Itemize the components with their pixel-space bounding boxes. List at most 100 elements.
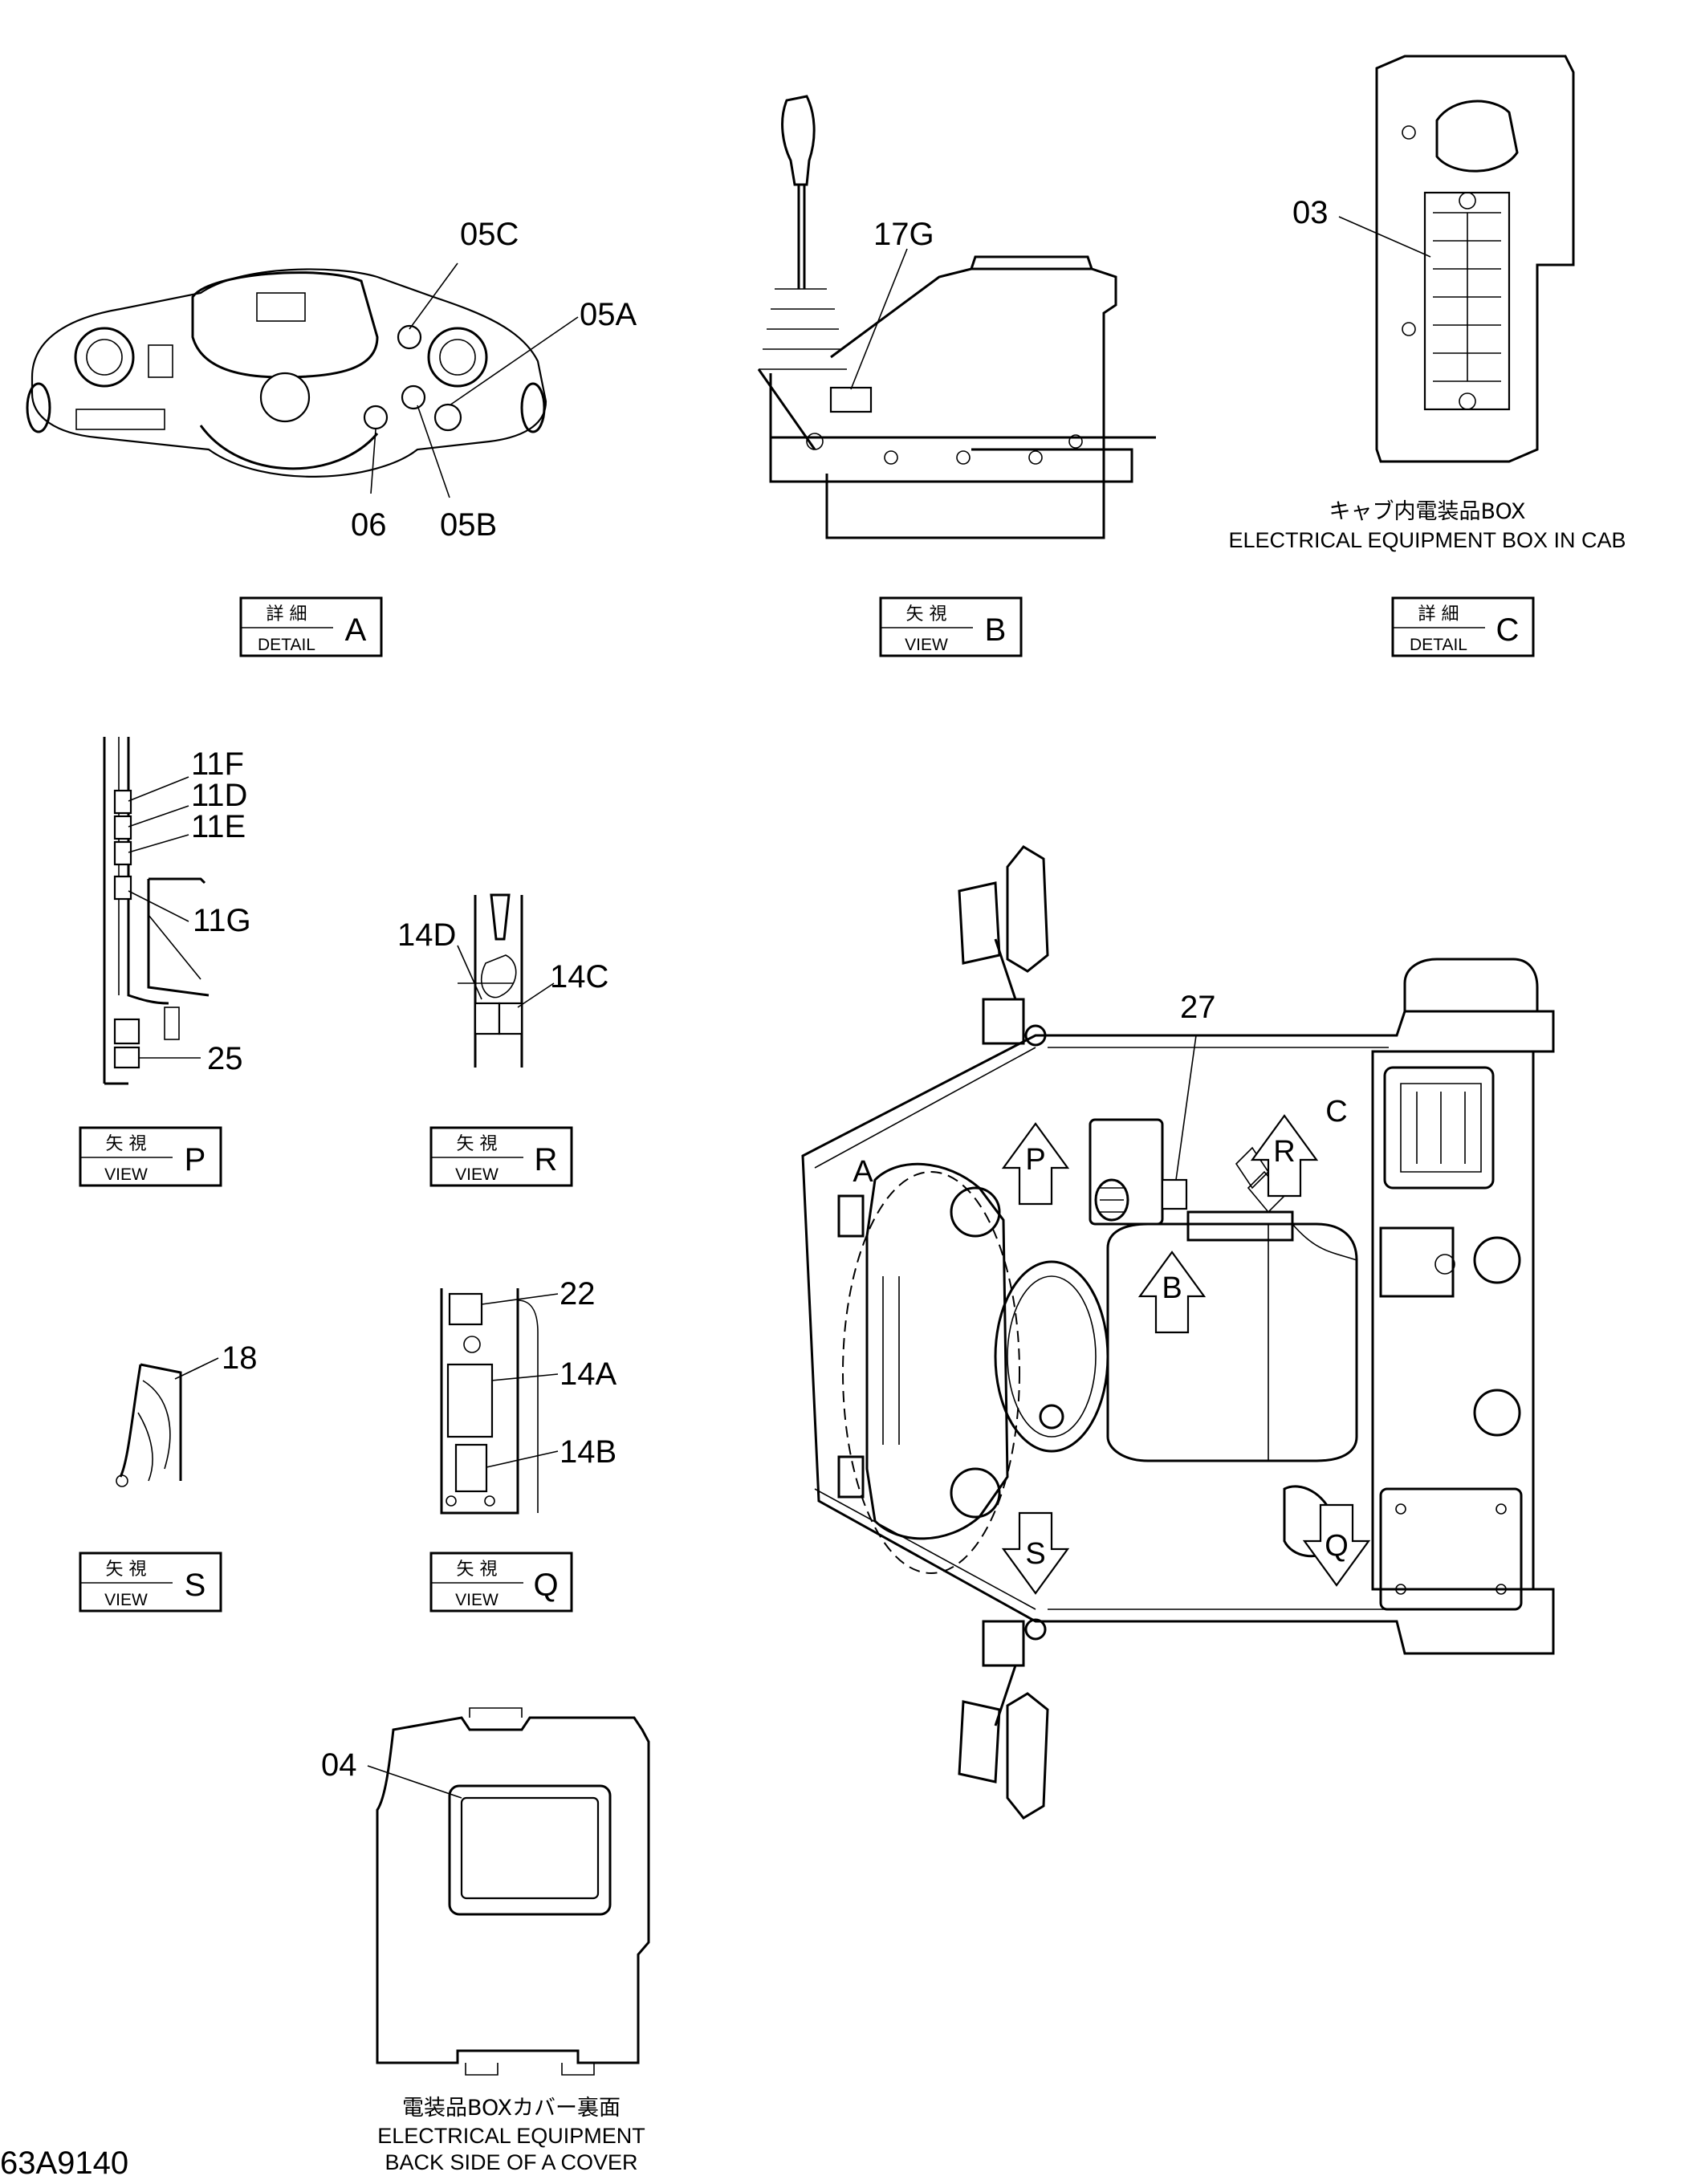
label-11d: 11D [191, 778, 247, 813]
part-22 [448, 1292, 483, 1326]
view-arrow-s [1001, 1511, 1070, 1595]
view-box-b-letter: B [985, 612, 1007, 648]
view-box-detail-a: 詳 細 DETAIL A [239, 596, 383, 657]
view-s-detail: 18 [116, 1340, 258, 1487]
cab-outline [801, 1010, 1555, 1655]
view-arrow-r [1250, 1114, 1319, 1198]
part-14d [474, 1002, 501, 1035]
detail-c-electrical-box: 03 キャブ内電装品BOX ELECTRICAL EQUIPMENT BOX I… [1228, 55, 1626, 552]
view-box-p-en: VIEW [104, 1165, 148, 1184]
part-04-label [460, 1796, 600, 1900]
detail-a-dashboard: 05C 05A 06 05B [26, 217, 637, 543]
switch-05b [401, 384, 426, 410]
view-box-b-en: VIEW [905, 636, 948, 654]
view-box-q-jp: 矢 視 [457, 1560, 498, 1580]
view-box-view-b: 矢 視 VIEW B [879, 596, 1023, 657]
view-b-console: 17G [757, 95, 1156, 539]
plan-marker-c: C [1325, 1095, 1347, 1129]
label-17g: 17G [873, 217, 934, 252]
view-box-b-jp: 矢 視 [906, 604, 947, 624]
label-03: 03 [1292, 195, 1329, 230]
label-22: 22 [560, 1276, 596, 1312]
part-14b [454, 1443, 488, 1493]
plan-steering-wheel [994, 1260, 1109, 1453]
view-box-r-en: VIEW [455, 1165, 498, 1184]
view-box-p-jp: 矢 視 [106, 1134, 147, 1154]
view-p-pillar: 11F 11D 11E 11G 25 [103, 737, 251, 1085]
view-box-s-letter: S [185, 1568, 206, 1603]
view-arrow-p [1001, 1122, 1070, 1206]
part-27 [1161, 1178, 1188, 1210]
view-arrow-q [1302, 1503, 1371, 1587]
label-27: 27 [1180, 990, 1216, 1025]
label-11e: 11E [191, 809, 246, 844]
switch-05c [397, 324, 422, 350]
plan-marker-a: A [853, 1155, 873, 1189]
caption-cover-en-2: BACK SIDE OF A COVER [385, 2150, 637, 2174]
switch-11d [113, 815, 132, 840]
view-box-q-letter: Q [533, 1568, 558, 1603]
part-14a [446, 1363, 494, 1438]
part-17g [829, 386, 873, 413]
drawing-number: 63A9140 [0, 2145, 128, 2181]
electrical-box-cover: 04 電装品BOXカバー裏面 ELECTRICAL EQUIPMENT BACK… [321, 1707, 650, 2174]
view-box-view-p: 矢 視 VIEW P [79, 1126, 222, 1187]
view-box-a-letter: A [345, 612, 367, 648]
view-box-view-s: 矢 視 VIEW S [79, 1552, 222, 1613]
switch-06 [363, 405, 389, 430]
plan-console-box [1379, 1226, 1455, 1298]
cab-electrical-box-plan [1383, 1066, 1495, 1190]
view-box-view-q: 矢 視 VIEW Q [429, 1552, 573, 1613]
view-box-p-letter: P [185, 1142, 206, 1177]
plan-marker-s: S [1025, 1537, 1045, 1571]
dash-display [256, 292, 306, 322]
plan-marker-p: P [1025, 1143, 1045, 1177]
label-11g: 11G [193, 903, 251, 938]
view-box-view-r: 矢 視 VIEW R [429, 1126, 573, 1187]
view-arrow-b [1137, 1251, 1207, 1334]
cab-plan-view: 27 P R B S Q A C [801, 845, 1555, 1820]
part-25-upper [113, 1018, 140, 1045]
view-box-r-jp: 矢 視 [457, 1134, 498, 1154]
lever-knob [781, 95, 816, 186]
label-05c: 05C [460, 217, 519, 252]
caption-cab-box-jp: キャブ内電装品BOX [1329, 499, 1525, 524]
switch-11e [113, 840, 132, 866]
view-r-detail: 14D 14C [397, 893, 608, 1068]
cover-frame [448, 1784, 612, 1916]
cab-fuse-cap [1435, 100, 1519, 173]
view-box-a-en: DETAIL [258, 636, 315, 654]
caption-cover-en-1: ELECTRICAL EQUIPMENT [377, 2124, 645, 2148]
label-14c: 14C [550, 959, 608, 994]
plan-marker-q: Q [1325, 1529, 1349, 1563]
switch-11f [113, 789, 132, 815]
view-box-s-jp: 矢 視 [106, 1560, 147, 1580]
detail-a-callout [842, 1171, 1020, 1574]
view-box-c-jp: 詳 細 [1418, 604, 1459, 624]
label-14b: 14B [560, 1434, 617, 1470]
label-06: 06 [351, 507, 387, 543]
view-box-r-letter: R [535, 1142, 558, 1177]
plan-marker-b: B [1162, 1271, 1182, 1305]
view-box-a-jp: 詳 細 [267, 604, 307, 624]
part-25 [113, 1046, 140, 1069]
view-box-q-en: VIEW [455, 1591, 498, 1609]
label-18: 18 [222, 1340, 258, 1376]
caption-cover-jp: 電装品BOXカバー裏面 [402, 2096, 621, 2121]
switch-05a [433, 403, 462, 432]
caption-cab-box-en: ELECTRICAL EQUIPMENT BOX IN CAB [1228, 528, 1626, 552]
operator-seat [1106, 1222, 1358, 1462]
label-05b: 05B [440, 507, 497, 543]
joystick-console [1089, 1118, 1164, 1226]
label-14a: 14A [560, 1356, 617, 1392]
label-04: 04 [321, 1747, 357, 1783]
view-q-detail: 22 14A 14B [440, 1276, 617, 1515]
steering-column [259, 372, 311, 423]
part-14c [498, 1002, 523, 1035]
view-box-s-en: VIEW [104, 1591, 148, 1609]
label-14d: 14D [397, 917, 456, 953]
view-box-detail-c: 詳 細 DETAIL C [1391, 596, 1535, 657]
label-05a: 05A [580, 297, 637, 332]
label-11f: 11F [191, 746, 244, 782]
